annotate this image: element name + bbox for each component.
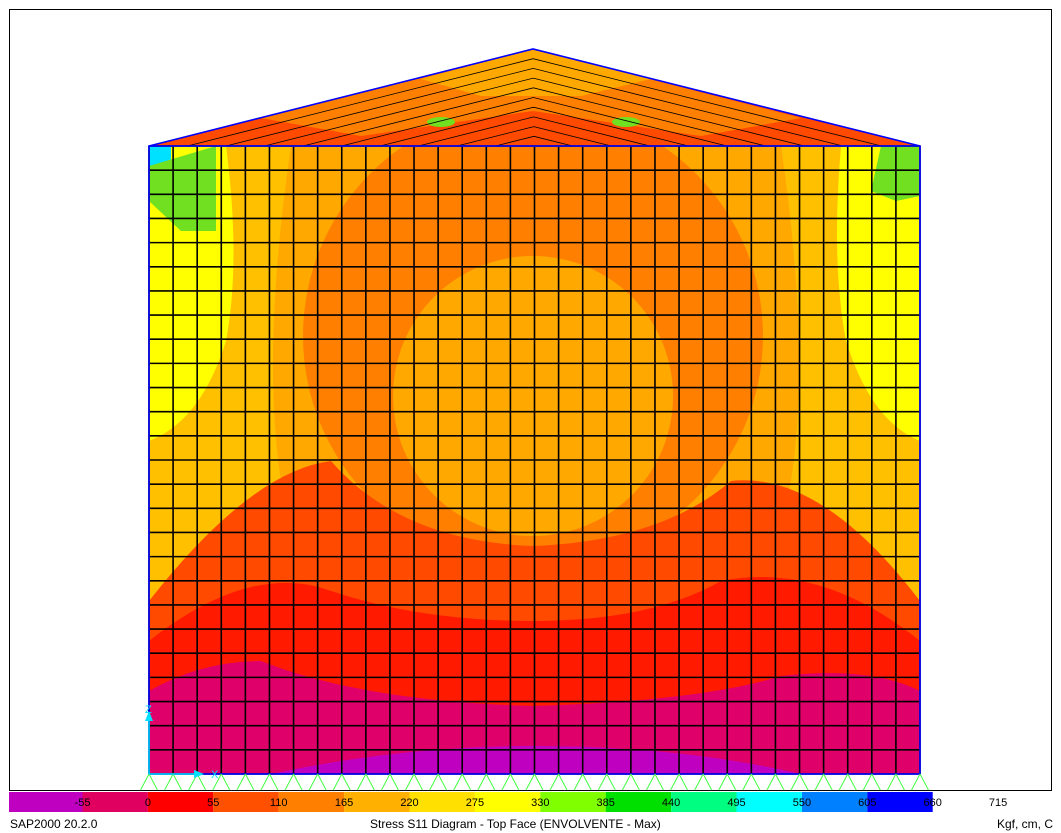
model-viewport[interactable]: Z X: [9, 9, 1052, 791]
legend-tick: 330: [531, 797, 549, 809]
support-symbol: [260, 773, 279, 790]
mesh-line: [264, 77, 805, 146]
support-symbol: [501, 773, 520, 790]
mesh-line: [187, 58, 882, 146]
support-symbol: [597, 773, 616, 790]
stress-legend: -55 0 55 110 165 220 275 330 385 440 495 550 605 660 7…: [9, 792, 1008, 812]
legend-band: [540, 792, 606, 812]
support-symbol: [404, 773, 424, 790]
units-label: Kgf, cm, C: [996, 817, 1053, 831]
legend-band: [474, 792, 541, 812]
legend-band: [344, 792, 410, 812]
support-symbol: [453, 773, 472, 790]
legend-tick: 550: [793, 797, 811, 809]
legend-band: [671, 792, 737, 812]
support-symbol: [284, 773, 303, 790]
roof-mesh: [149, 58, 920, 146]
support-symbol: [549, 773, 568, 790]
support-symbol: [670, 773, 689, 790]
legend-tick: 165: [335, 797, 353, 809]
support-symbol: [332, 773, 351, 790]
mesh-line: [341, 97, 728, 146]
legend-tick: 605: [858, 797, 876, 809]
support-symbol: [236, 773, 255, 790]
legend-tick: 220: [400, 797, 418, 809]
support-restraints: [139, 773, 930, 790]
support-symbol: [212, 773, 231, 790]
legend-tick: 0: [145, 797, 151, 809]
support-symbol: [814, 773, 833, 790]
support-symbol: [356, 773, 375, 790]
support-symbol: [718, 773, 737, 790]
legend-tick: 715: [989, 797, 1007, 809]
support-symbol: [188, 773, 207, 790]
axis-triad: Z X: [145, 704, 219, 781]
legend-tick: 275: [466, 797, 484, 809]
support-symbol: [742, 773, 761, 790]
support-symbol: [573, 773, 592, 790]
diagram-title: Stress S11 Diagram - Top Face (ENVOLVENT…: [370, 817, 661, 831]
mesh-line: [379, 106, 689, 146]
legend-band: [801, 792, 868, 812]
legend-band: [736, 792, 802, 812]
legend-color-bands: [9, 792, 933, 812]
axis-z-label: Z: [145, 704, 152, 716]
legend-band: [82, 792, 148, 812]
support-symbol: [645, 773, 665, 790]
legend-tick-labels: -55 0 55 110 165 220 275 330 385 440 495 550 605 660 7…: [75, 797, 1008, 809]
support-symbol: [790, 773, 809, 790]
legend-tick: 660: [924, 797, 942, 809]
support-symbol: [429, 773, 448, 790]
mesh-line: [495, 135, 573, 146]
support-symbol: [910, 773, 930, 790]
support-symbol: [621, 773, 640, 790]
legend-tick: -55: [75, 797, 91, 809]
mesh-line: [456, 126, 612, 146]
legend-band: [278, 792, 345, 812]
app-version: SAP2000 20.2.0: [10, 817, 98, 831]
legend-band: [605, 792, 672, 812]
legend-tick: 385: [597, 797, 615, 809]
legend-tick: 110: [270, 797, 288, 809]
mesh-line: [418, 116, 650, 146]
legend-band: [213, 792, 279, 812]
legend-tick: 55: [207, 797, 219, 809]
support-symbol: [525, 773, 544, 790]
wall-mesh: [148, 145, 921, 775]
support-symbol: [380, 773, 399, 790]
mesh-line: [225, 67, 843, 146]
mesh-line: [302, 87, 766, 146]
support-symbol: [886, 773, 905, 790]
support-symbol: [308, 773, 327, 790]
stress-contour-diagram[interactable]: Z X: [10, 10, 1051, 790]
support-symbol: [139, 773, 159, 790]
support-symbol: [838, 773, 857, 790]
support-symbol: [766, 773, 785, 790]
legend-tick: 495: [727, 797, 745, 809]
axis-x-label: X: [211, 769, 219, 781]
legend-tick: 440: [662, 797, 680, 809]
support-symbol: [164, 773, 183, 790]
legend-band: [9, 792, 83, 812]
support-symbol: [694, 773, 713, 790]
legend-band: [409, 792, 475, 812]
legend-band: [147, 792, 214, 812]
support-symbol: [862, 773, 881, 790]
legend-band: [867, 792, 933, 812]
support-symbol: [477, 773, 496, 790]
